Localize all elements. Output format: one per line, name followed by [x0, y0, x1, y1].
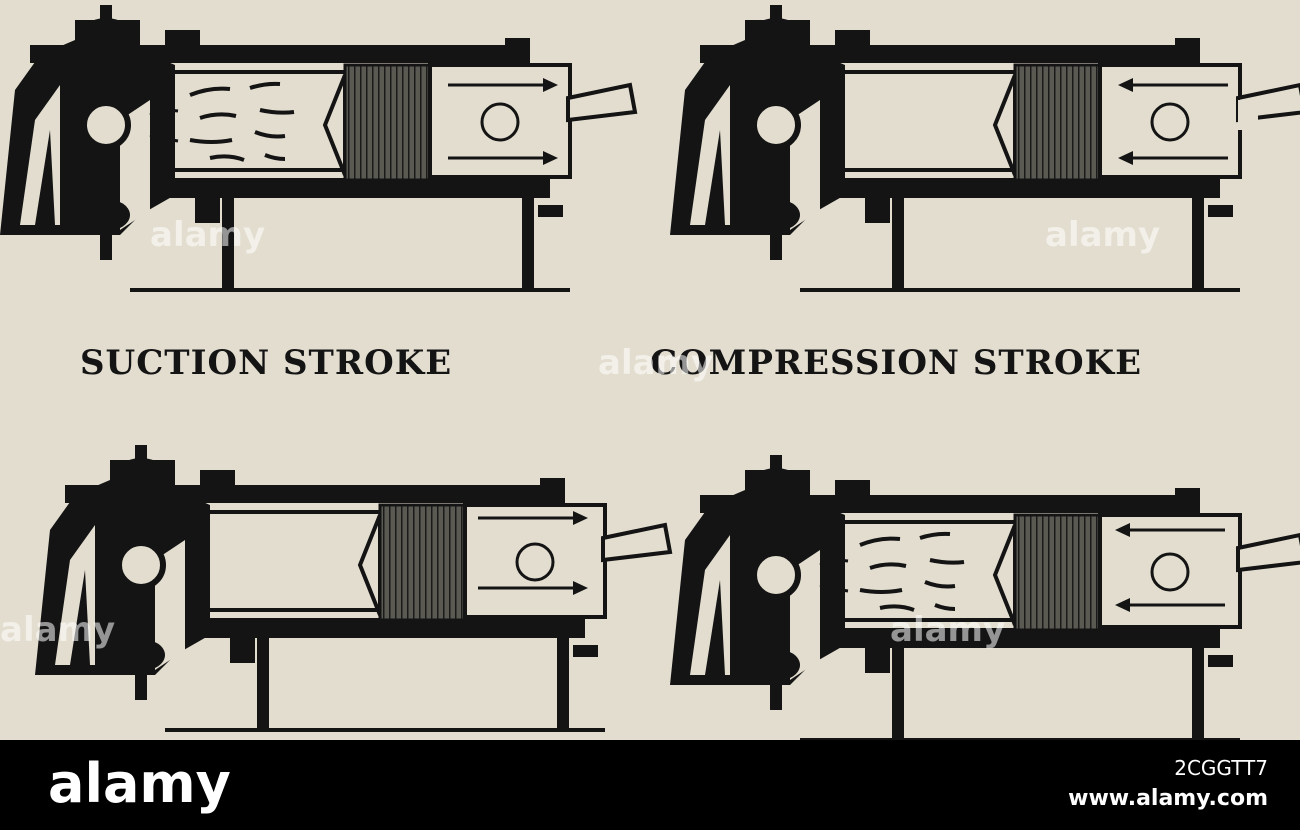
footer-bar: alamy 2CGGTT7 www.alamy.com — [0, 740, 1300, 830]
watermark-3: alamy — [598, 343, 714, 383]
exhaust-stroke-engine — [670, 455, 1300, 740]
suction-stroke-engine — [0, 5, 635, 292]
alamy-logo: alamy — [48, 752, 231, 815]
suction-stroke-label: SUCTION STROKE — [80, 343, 453, 383]
site-url[interactable]: www.alamy.com — [1068, 786, 1268, 811]
watermark-4: alamy — [0, 610, 116, 650]
diagram-stage: SUCTION STROKE COMPRESSION STROKE alamy … — [0, 0, 1300, 740]
image-id: 2CGGTT7 — [1174, 756, 1268, 780]
engine-stroke-diagram — [0, 0, 1300, 740]
compression-stroke-label: COMPRESSION STROKE — [650, 343, 1143, 383]
watermark-5: alamy — [890, 610, 1006, 650]
watermark-2: alamy — [1045, 215, 1161, 255]
power-stroke-engine — [35, 445, 670, 732]
watermark-1: alamy — [150, 215, 266, 255]
compression-stroke-engine — [670, 5, 1300, 292]
